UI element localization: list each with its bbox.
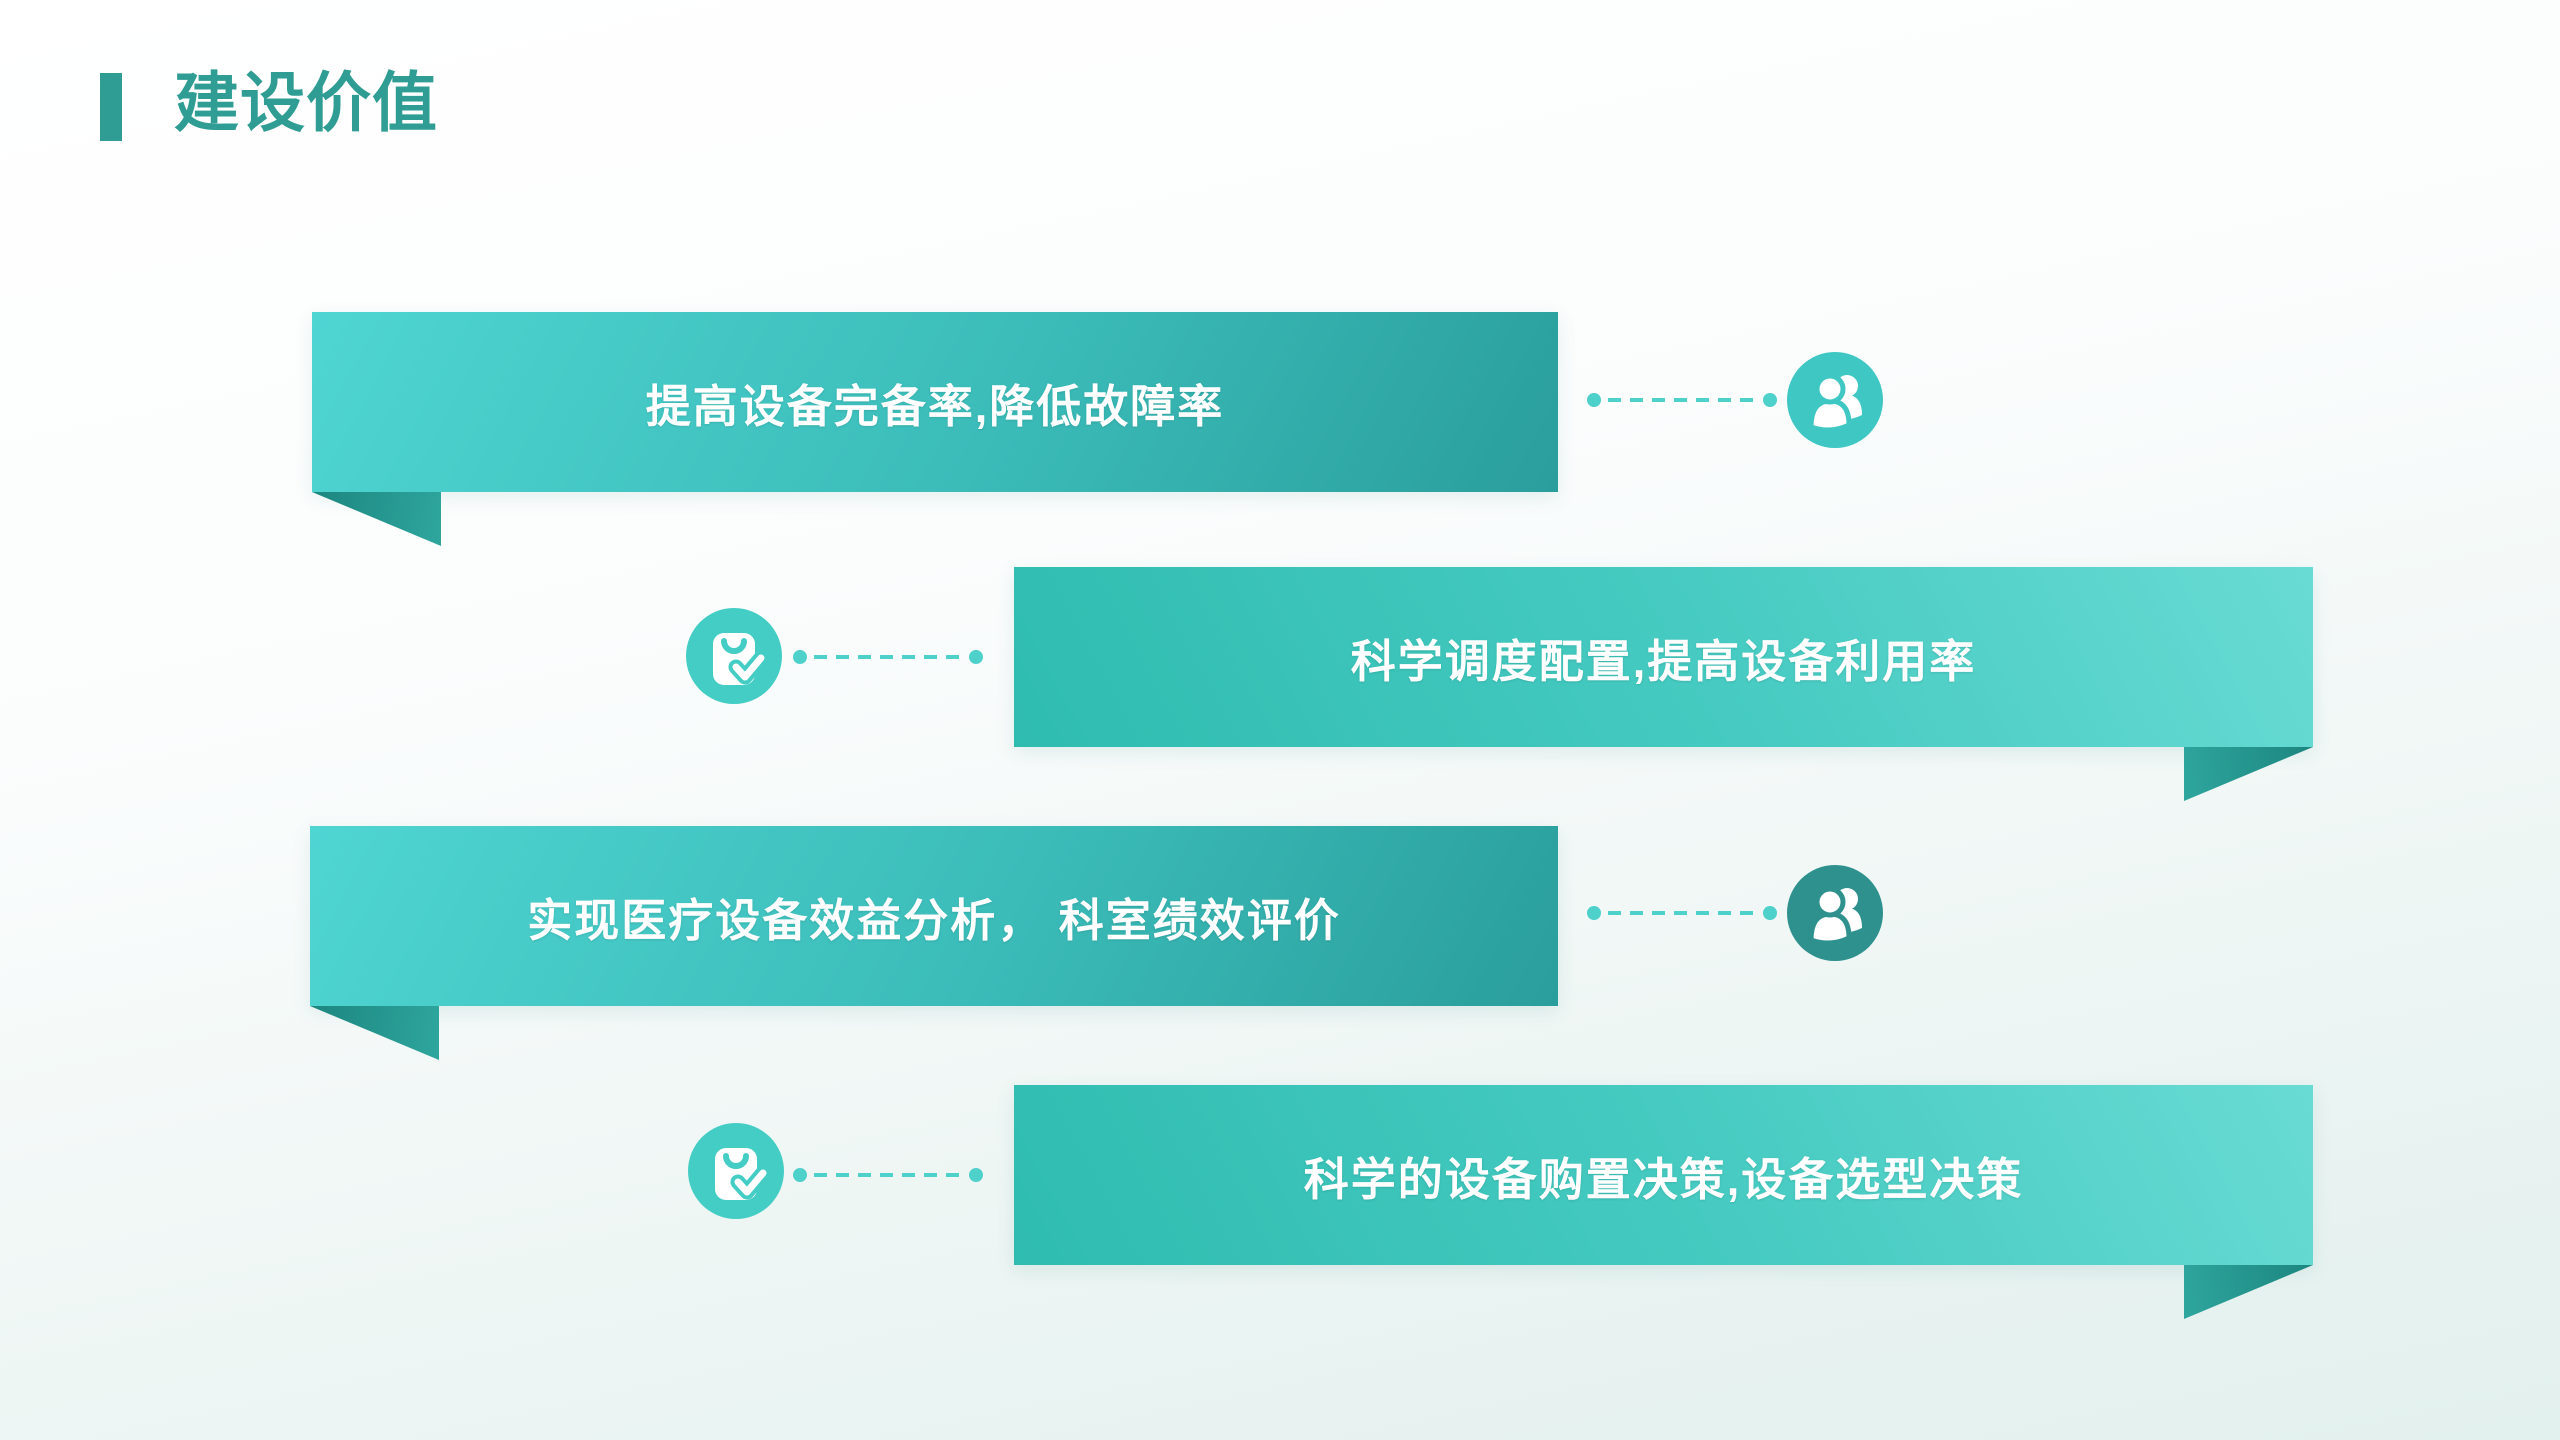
connector-dot-right <box>1763 393 1777 407</box>
connector-dotted-line-3 <box>1587 906 1777 920</box>
clipboard-check-icon <box>686 608 782 704</box>
connector-dot-right <box>969 1168 983 1182</box>
connector-dotted-line-1 <box>1587 393 1777 407</box>
connector-dot-left <box>793 650 807 664</box>
connector-dot-left <box>1587 393 1601 407</box>
banner-row-4: 科学的设备购置决策,设备选型决策 <box>1014 1085 2313 1265</box>
title-accent-bar <box>100 73 122 141</box>
banner-row-1-label: 提高设备完备率,降低故障率 <box>645 380 1225 432</box>
banner-row-4-fold <box>2184 1265 2313 1319</box>
connector-dot-right <box>969 650 983 664</box>
connector-dot-right <box>1763 906 1777 920</box>
connector-dot-left <box>1587 906 1601 920</box>
banner-row-4-label: 科学的设备购置决策,设备选型决策 <box>1303 1153 2024 1205</box>
banner-row-3-label: 实现医疗设备效益分析， 科室绩效评价 <box>527 894 1341 946</box>
connector-dot-left <box>793 1168 807 1182</box>
banner-row-2-fold <box>2184 747 2313 801</box>
banner-row-2-label: 科学调度配置,提高设备利用率 <box>1350 635 1977 687</box>
connector-dotted-line-2 <box>793 650 983 664</box>
banner-row-3: 实现医疗设备效益分析， 科室绩效评价 <box>310 826 1558 1006</box>
banner-row-2: 科学调度配置,提高设备利用率 <box>1014 567 2313 747</box>
page-title: 建设价值 <box>174 66 439 139</box>
banner-row-1: 提高设备完备率,降低故障率 <box>312 312 1558 492</box>
banner-row-3-fold <box>310 1006 439 1060</box>
people-icon <box>1787 352 1883 448</box>
people-icon <box>1787 865 1883 961</box>
clipboard-check-icon <box>688 1123 784 1219</box>
slide-header: 建设价值 <box>100 64 438 142</box>
banner-row-1-fold <box>312 492 441 546</box>
connector-dotted-line-4 <box>793 1168 983 1182</box>
